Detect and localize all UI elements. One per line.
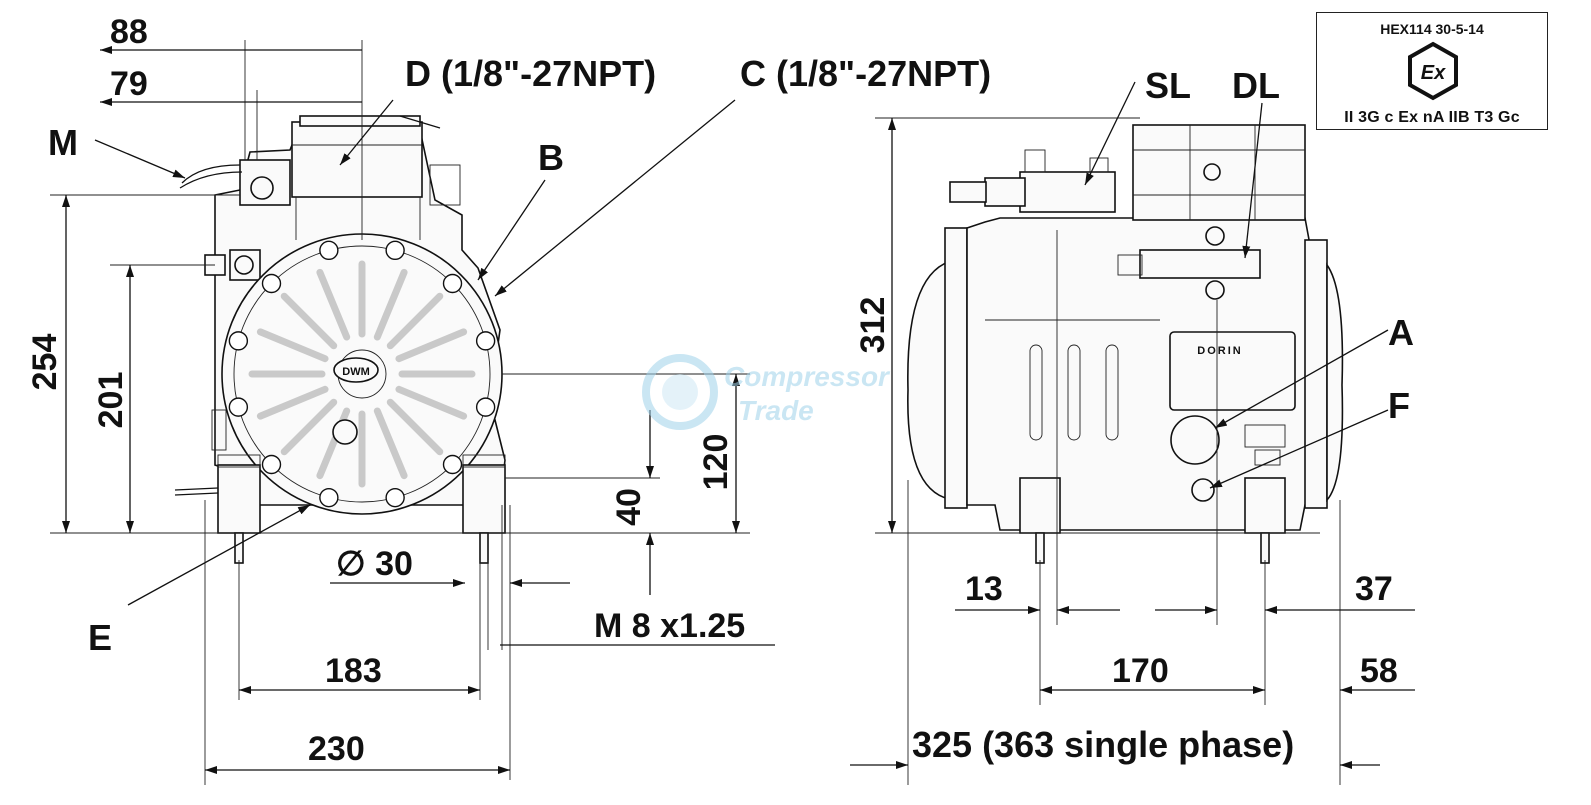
dim-120: 120: [697, 434, 735, 491]
cover-bolt: [261, 273, 282, 294]
label-f: F: [1388, 385, 1410, 426]
watermark-globe-icon: [642, 354, 718, 430]
atex-hexagon-icon: Ex: [1408, 41, 1458, 101]
front-cylinder-head: [291, 121, 423, 198]
cover-bolt: [475, 397, 496, 417]
cover-bolt: [261, 454, 282, 475]
label-a: A: [1388, 312, 1414, 353]
discharge-valve: [1139, 249, 1261, 279]
label-d: D (1/8"-27NPT): [405, 53, 656, 94]
cover-bolt: [475, 331, 496, 351]
side-right-flange: [1304, 239, 1328, 509]
dim-13: 13: [965, 570, 1003, 608]
label-sl: SL: [1145, 65, 1191, 106]
cover-bolt: [228, 331, 249, 351]
nameplate-text: DORIN: [1197, 345, 1242, 357]
side-left-flange: [944, 227, 968, 509]
suction-valve: [1019, 171, 1116, 213]
nameplate: [1169, 331, 1296, 411]
cover-rib: [386, 292, 444, 350]
watermark-line2: Trade: [738, 395, 814, 426]
label-b: B: [538, 137, 564, 178]
certificate-code: HEX114 30-5-14: [1380, 21, 1484, 37]
sight-glass: [1170, 415, 1220, 465]
dim-325: 325 (363 single phase): [912, 724, 1294, 765]
crankcase-ribs: [985, 319, 1160, 441]
cover-rib: [280, 398, 338, 456]
side-foot-right: [1244, 477, 1286, 534]
label-c: C (1/8"-27NPT): [740, 53, 991, 94]
watermark-line1: Compressor: [724, 361, 891, 392]
dim-diameter-30: ∅ 30: [336, 545, 413, 583]
side-foot-left: [1019, 477, 1061, 534]
dim-170: 170: [1112, 652, 1169, 690]
front-foot-right: [462, 464, 506, 534]
label-m: M: [48, 122, 78, 163]
cover-rib: [395, 328, 468, 363]
cover-bolt: [442, 273, 463, 294]
dim-254: 254: [26, 334, 64, 391]
certificate-marking: II 3G c Ex nA IIB T3 Gc: [1344, 109, 1520, 126]
atex-certificate-box: HEX114 30-5-14 Ex II 3G c Ex nA IIB T3 G…: [1316, 12, 1548, 130]
cover-rib: [316, 268, 351, 341]
watermark: Compressor Trade: [642, 354, 891, 430]
cover-rib: [395, 385, 468, 420]
cover-bolt: [228, 397, 249, 417]
cover-rib: [256, 385, 329, 420]
dim-37: 37: [1355, 570, 1393, 608]
cover-rib: [280, 292, 338, 350]
manufacturer-badge: [333, 357, 379, 383]
cover-bolt: [385, 240, 405, 261]
cover-rib: [373, 407, 408, 480]
badge-text: DWM: [342, 366, 370, 378]
dim-thread: M 8 x1.25: [594, 607, 745, 645]
cover-bolt: [319, 487, 339, 508]
dim-201: 201: [92, 372, 130, 429]
dim-312: 312: [854, 297, 892, 354]
dim-58: 58: [1360, 652, 1398, 690]
front-top-terminal: [299, 115, 421, 127]
front-view: DWM: [26, 13, 991, 785]
front-foot-left: [217, 464, 261, 534]
cover-rib: [386, 398, 444, 456]
cover-bolt: [319, 240, 339, 261]
side-view: DORIN SL DL: [850, 65, 1415, 785]
cover-bolt: [442, 454, 463, 475]
dim-79: 79: [110, 65, 148, 103]
side-motor-dome: [907, 259, 956, 501]
label-e: E: [88, 617, 112, 658]
dim-88: 88: [110, 13, 148, 51]
label-dl: DL: [1232, 65, 1280, 106]
cover-rib: [256, 328, 329, 363]
cover-bolts: [228, 240, 496, 508]
cover-rib: [373, 268, 408, 341]
dim-40: 40: [610, 488, 648, 526]
dim-183: 183: [325, 652, 382, 690]
dim-230: 230: [308, 730, 365, 768]
logo-text: Ex: [1421, 62, 1446, 84]
cover-bolt: [385, 487, 405, 508]
